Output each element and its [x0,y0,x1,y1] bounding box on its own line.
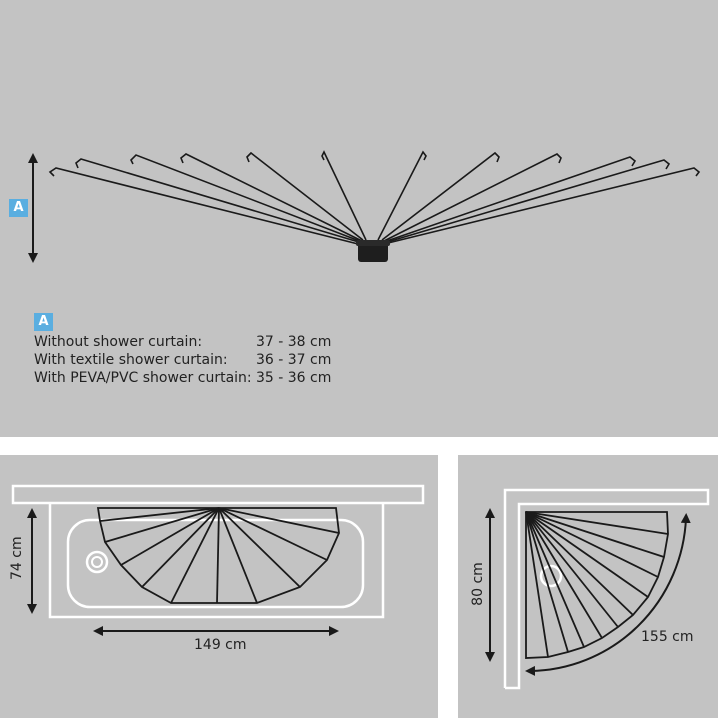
arc-length-label: 155 cm [641,629,694,645]
drain-icon [85,550,109,574]
arc-dimension-arrow [525,513,691,676]
corner-wall-outline [503,488,710,690]
spec-value: 36 - 37 cm [256,352,332,368]
spec-label: Without shower curtain: [34,334,203,350]
tub-outer-outline [48,504,385,619]
corner-plan-panel: 80 cm 155 cm [458,455,718,718]
corner-plan-illustration [485,488,710,690]
spec-value: 35 - 36 cm [256,370,332,386]
spec-row: With PEVA/PVC shower curtain: 35 - 36 cm [34,369,331,387]
bathtub-plan-illustration [11,484,425,636]
spec-table: Without shower curtain: 37 - 38 cm With … [34,333,331,387]
rod-fan-plan [96,507,340,604]
rod-hub [358,242,388,262]
rod-side-view-panel: A A Without shower curtain: 37 - 38 cm W… [0,0,718,437]
legend-a-badge: A [34,313,53,331]
spec-label: With PEVA/PVC shower curtain: [34,370,252,386]
bathtub-plan-panel: 74 cm 149 cm [0,455,438,718]
depth-label: 80 cm [470,562,486,606]
spec-value: 37 - 38 cm [256,334,332,350]
depth-label: 74 cm [9,536,25,580]
tub-inner-outline [66,518,365,609]
spec-row: With textile shower curtain: 36 - 37 cm [34,351,331,369]
width-label: 149 cm [194,637,247,653]
dimension-a-badge: A [9,199,28,217]
wall-outline [11,484,425,505]
rod-arms [48,150,701,246]
spec-row: Without shower curtain: 37 - 38 cm [34,333,331,351]
spec-label: With textile shower curtain: [34,352,228,368]
rod-arms-illustration [28,150,701,263]
